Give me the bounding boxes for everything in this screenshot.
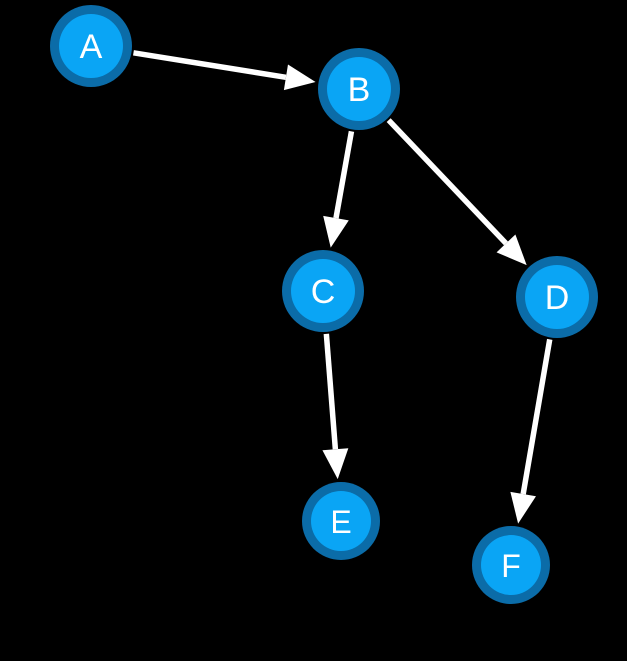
edges-layer (133, 50, 553, 524)
graph-node-b[interactable]: B (318, 48, 400, 130)
edge-shaft (386, 118, 508, 246)
edge-shaft (520, 338, 553, 495)
node-core (481, 535, 541, 595)
graph-edge-b-d[interactable] (386, 118, 527, 266)
graph-edge-c-e[interactable] (322, 333, 349, 480)
graph-node-d[interactable]: D (516, 256, 598, 338)
edge-shaft (333, 130, 355, 219)
arrow-head-icon (323, 215, 349, 248)
graph-node-a[interactable]: A (50, 5, 132, 87)
node-core (327, 57, 391, 121)
node-core (311, 491, 371, 551)
graph-edge-d-f[interactable] (510, 338, 553, 524)
graph-node-e[interactable]: E (302, 482, 380, 560)
nodes-layer: A B C D E F (50, 5, 598, 604)
edge-shaft (133, 50, 287, 80)
arrow-head-icon (322, 448, 349, 480)
arrow-head-icon (496, 234, 527, 266)
edge-shaft (323, 333, 339, 450)
node-core (59, 14, 123, 78)
arrow-head-icon (510, 491, 536, 524)
arrow-head-icon (283, 64, 316, 91)
graph-node-f[interactable]: F (472, 526, 550, 604)
node-core (291, 259, 355, 323)
node-core (525, 265, 589, 329)
graph-edge-a-b[interactable] (133, 50, 316, 91)
graph-edge-b-c[interactable] (323, 130, 355, 248)
graph-node-c[interactable]: C (282, 250, 364, 332)
